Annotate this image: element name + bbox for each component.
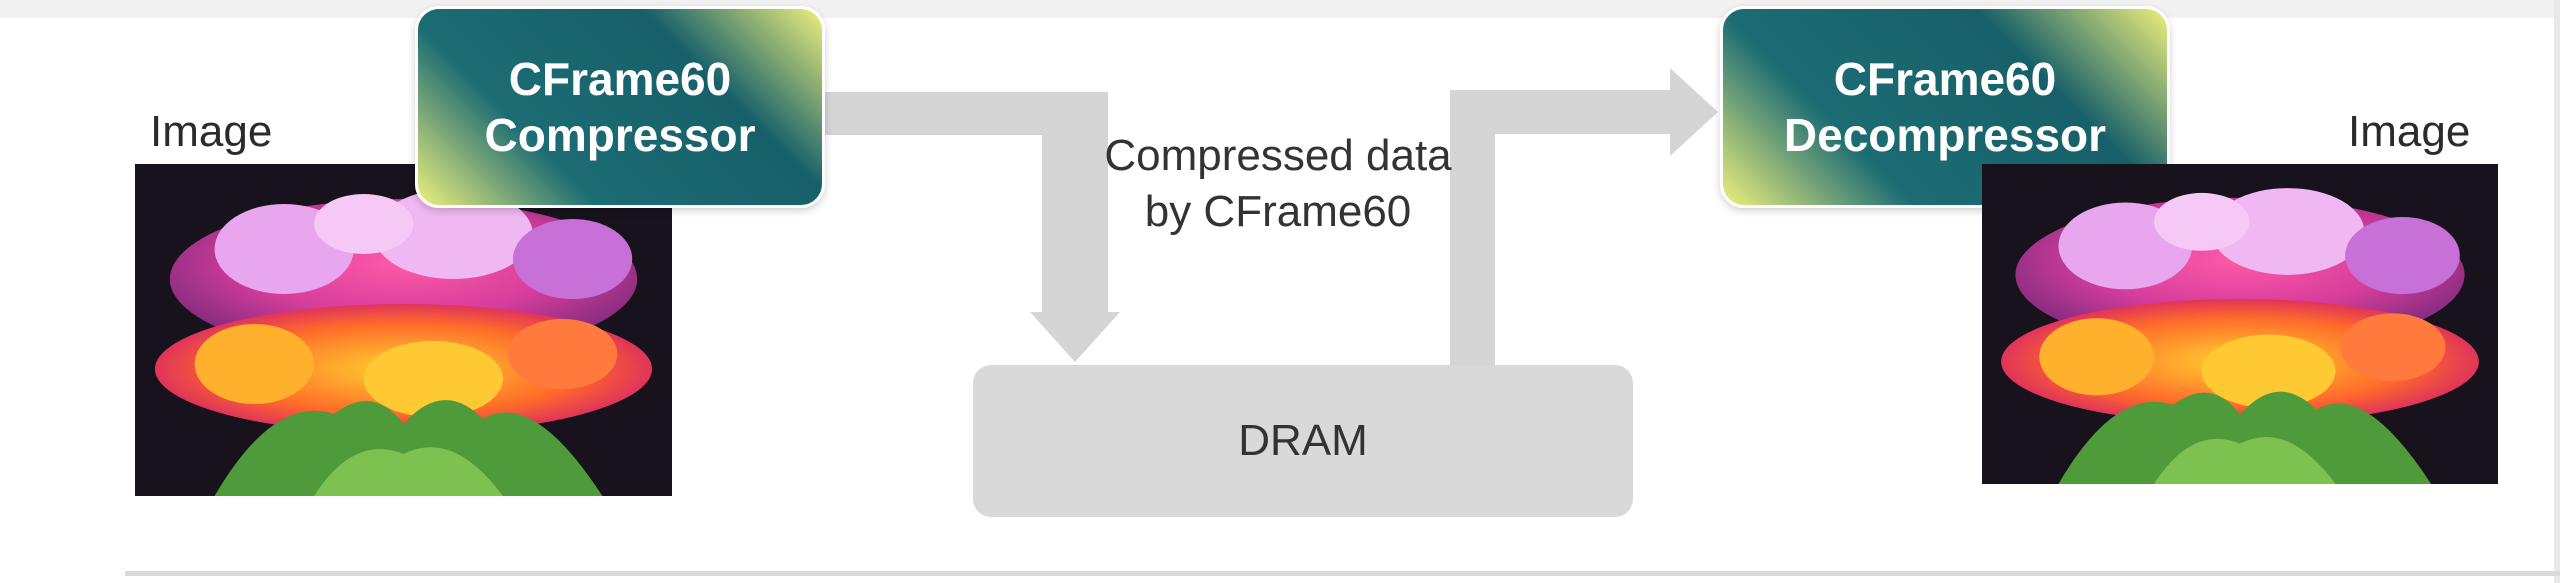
left-flower-image bbox=[135, 164, 672, 496]
right-image-label: Image bbox=[2348, 107, 2471, 156]
compressor-subtitle: Compressor bbox=[484, 109, 756, 161]
compressor-block: CFrame60 Compressor bbox=[415, 6, 825, 208]
right-edge bbox=[2554, 0, 2560, 583]
right-flower-image bbox=[1982, 164, 2498, 484]
compressor-title: CFrame60 bbox=[508, 52, 732, 105]
bottom-rule bbox=[125, 571, 2560, 576]
compressed-data-caption: Compressed data by CFrame60 bbox=[1068, 128, 1488, 241]
decompressor-title: CFrame60 bbox=[1833, 52, 2057, 105]
caption-line-1: Compressed data bbox=[1104, 131, 1452, 180]
arrow-from-dram bbox=[1450, 68, 1718, 365]
top-band bbox=[0, 0, 2560, 18]
caption-line-2: by CFrame60 bbox=[1144, 187, 1412, 237]
dram-block: DRAM bbox=[973, 365, 1633, 517]
left-image-label: Image bbox=[150, 107, 273, 156]
decompressor-subtitle: Decompressor bbox=[1783, 109, 2107, 161]
dram-label: DRAM bbox=[1238, 416, 1368, 465]
